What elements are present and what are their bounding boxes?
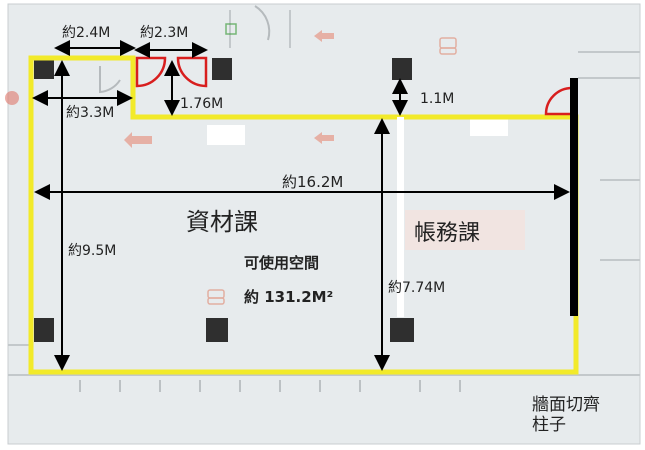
blueprint-background	[8, 4, 640, 444]
dimension-arrows	[32, 40, 570, 371]
plan-ticks	[79, 380, 461, 392]
background-door-swing-icon	[254, 5, 271, 41]
dim-door-depth: 1.76M	[180, 96, 223, 112]
column	[392, 58, 412, 80]
usable-space-area: 約 131.2M²	[244, 288, 333, 306]
dim-right-height: 約7.74M	[388, 280, 445, 296]
accounting-label-backdrop	[405, 210, 525, 250]
column	[34, 318, 54, 342]
label-mask	[470, 118, 508, 136]
dim-top-left-width: 約2.4M	[62, 25, 110, 41]
column	[390, 318, 414, 342]
columns	[34, 57, 414, 342]
dim-height: 約9.5M	[68, 243, 116, 259]
usable-space-label: 可使用空間	[244, 254, 319, 272]
column	[206, 318, 228, 342]
partition-line	[397, 117, 404, 317]
dim-left-step: 約3.3M	[66, 105, 114, 121]
background-fixture-icons	[207, 37, 457, 305]
image-border	[7, 3, 641, 445]
double-door-icon	[135, 56, 208, 88]
background-red-marker-icon	[5, 91, 19, 105]
plan-gridlines	[8, 10, 640, 376]
dim-total-width: 約16.2M	[282, 173, 343, 191]
background-exit-sign-icon	[225, 23, 237, 35]
room-materials-label: 資材課	[186, 208, 258, 236]
column	[212, 58, 232, 80]
flush-wall	[570, 78, 578, 316]
room-accounting-label: 帳務課	[414, 221, 480, 246]
dim-door-width: 約2.3M	[140, 25, 188, 41]
column	[34, 57, 54, 79]
background-arrow-icons	[124, 30, 334, 148]
dim-right-step: 1.1M	[420, 91, 454, 107]
wall-note-line2: 柱子	[532, 415, 566, 435]
label-mask	[207, 125, 245, 145]
wall-note-line1: 牆面切齊	[532, 395, 600, 415]
